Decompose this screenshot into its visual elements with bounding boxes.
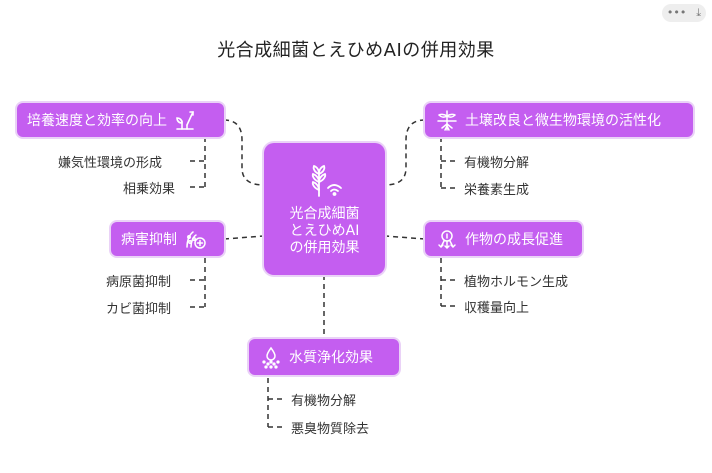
connector-soil [384,119,426,186]
sprout-roots-icon [437,110,457,131]
leaf-disease-2: カビ菌抑制 [106,302,172,317]
node-efficiency[interactable]: 培養速度と効率の向上 [17,103,224,137]
node-water-label: 水質浄化効果 [289,350,373,366]
node-disease[interactable]: 病害抑制 [111,222,224,256]
node-crop[interactable]: 作物の成長促進 [425,222,582,256]
diagram-title: 光合成細菌とえひめAIの併用効果 [217,40,495,61]
node-water[interactable]: 水質浄化効果 [249,339,399,375]
center-node[interactable]: 光合成細菌 とえひめAI の併用効果 [264,143,385,275]
growth-arrows-icon [438,230,456,250]
leaf-water-1: 有機物分解 [291,394,357,409]
node-soil-label: 土壌改良と微生物環境の活性化 [465,113,661,129]
leaf-water-2: 悪臭物質除去 [291,422,370,437]
water-spray-icon [262,346,280,369]
leaf-crop-2: 収穫量向上 [464,301,530,316]
download-icon[interactable]: ⤓ [696,6,702,19]
leaf-efficiency-1: 嫌気性環境の形成 [58,156,163,171]
node-disease-label: 病害抑制 [121,232,177,248]
connector-crop [384,235,426,240]
center-line-1: 光合成細菌 [289,205,360,222]
node-crop-label: 作物の成長促進 [465,232,563,248]
plant-growth-icon [176,111,194,130]
leaf-efficiency-2: 相乗効果 [123,182,176,197]
leaf-disease-1: 病原菌抑制 [106,275,172,290]
toolbar: ••• ⤓ [662,4,706,22]
leaf-crop-1: 植物ホルモン生成 [464,275,569,290]
node-soil[interactable]: 土壌改良と微生物環境の活性化 [425,103,693,137]
leaf-soil-2: 栄養素生成 [464,183,530,198]
more-dots-icon[interactable]: ••• [666,6,687,19]
center-line-3: の併用効果 [289,239,360,256]
wheat-wifi-icon [311,164,342,197]
leaf-soil-1: 有機物分解 [464,156,530,171]
node-efficiency-label: 培養速度と効率の向上 [27,113,167,129]
bacteria-shield-icon [186,231,206,249]
connector-disease [223,235,265,240]
connector-efficiency [223,119,265,186]
center-line-2: とえひめAI [289,222,360,239]
